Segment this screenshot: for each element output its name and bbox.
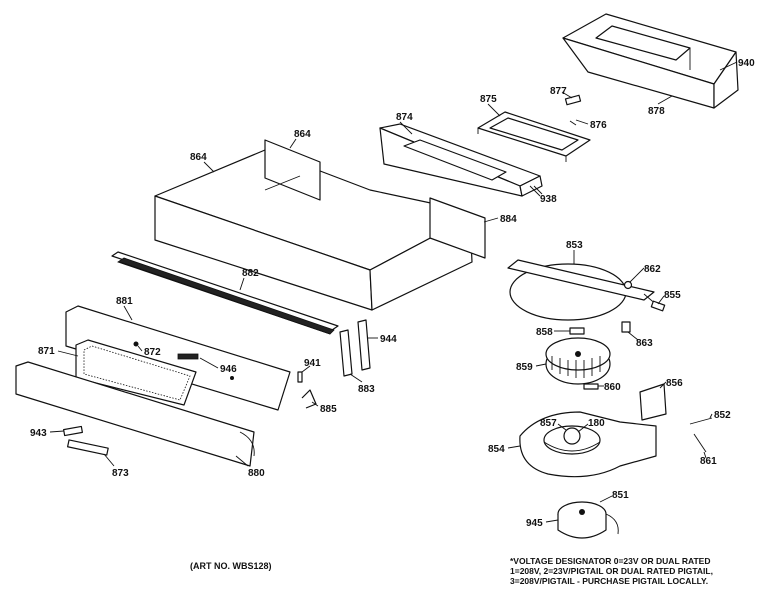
label-862: 862 [644, 264, 661, 275]
label-858: 858 [536, 327, 553, 338]
bracket-856 [639, 383, 667, 421]
label-180: 180 [588, 418, 605, 429]
label-874: 874 [396, 112, 413, 123]
label-882: 882 [242, 268, 259, 279]
label-941: 941 [304, 358, 321, 369]
filter-871 [75, 339, 197, 406]
label-885: 885 [320, 404, 337, 415]
label-875: 875 [480, 94, 497, 105]
label-884: 884 [500, 214, 517, 225]
bracket-875 [477, 111, 591, 162]
blower-wheel-859 [545, 337, 611, 385]
label-857: 857 [540, 418, 557, 429]
label-946: 946 [220, 364, 237, 375]
label-877: 877 [550, 86, 567, 97]
label-876: 876 [590, 120, 607, 131]
label-883: 883 [358, 384, 375, 395]
label-881: 881 [116, 296, 133, 307]
trim-880 [15, 361, 255, 467]
leads-852-861 [689, 417, 713, 453]
frame-874 [379, 123, 543, 197]
label-940: 940 [738, 58, 755, 69]
cabinet-864 [154, 139, 486, 311]
art-number: (ART NO. WBS128) [190, 561, 272, 571]
label-872: 872 [144, 347, 161, 358]
clip-877 [564, 94, 582, 126]
label-854: 854 [488, 444, 505, 455]
label-945: 945 [526, 518, 543, 529]
label-859: 859 [516, 362, 533, 373]
panel-881 [65, 305, 291, 411]
label-861: 861 [700, 456, 717, 467]
label-855: 855 [664, 290, 681, 301]
label-880: 880 [248, 468, 265, 479]
label-860: 860 [604, 382, 621, 393]
motor-851 [557, 501, 619, 539]
duct-housing-940 [562, 13, 739, 109]
leader-lines [49, 61, 738, 523]
clip-860 [583, 383, 599, 390]
label-938: 938 [540, 194, 557, 205]
bracket-941-885 [297, 371, 317, 409]
label-864-left: 864 [190, 152, 207, 163]
label-856: 856 [666, 378, 683, 389]
voltage-designator-note: *VOLTAGE DESIGNATOR 0=23V OR DUAL RATED … [510, 556, 713, 586]
mounting-plate-853 [507, 259, 659, 321]
label-864-top: 864 [294, 129, 311, 140]
label-851: 851 [612, 490, 629, 501]
label-853: 853 [566, 240, 583, 251]
small-parts-943-873 [63, 425, 109, 456]
blower-housing-854 [519, 411, 657, 478]
label-852: 852 [714, 410, 731, 421]
label-878: 878 [648, 106, 665, 117]
label-871: 871 [38, 346, 55, 357]
part-labels: 940 878 877 876 875 874 938 864 864 884 … [30, 58, 755, 529]
label-863: 863 [636, 338, 653, 349]
rail-882 [111, 251, 339, 335]
label-943: 943 [30, 428, 47, 439]
label-873: 873 [112, 468, 129, 479]
bars-883-944 [339, 319, 371, 377]
label-944: 944 [380, 334, 397, 345]
